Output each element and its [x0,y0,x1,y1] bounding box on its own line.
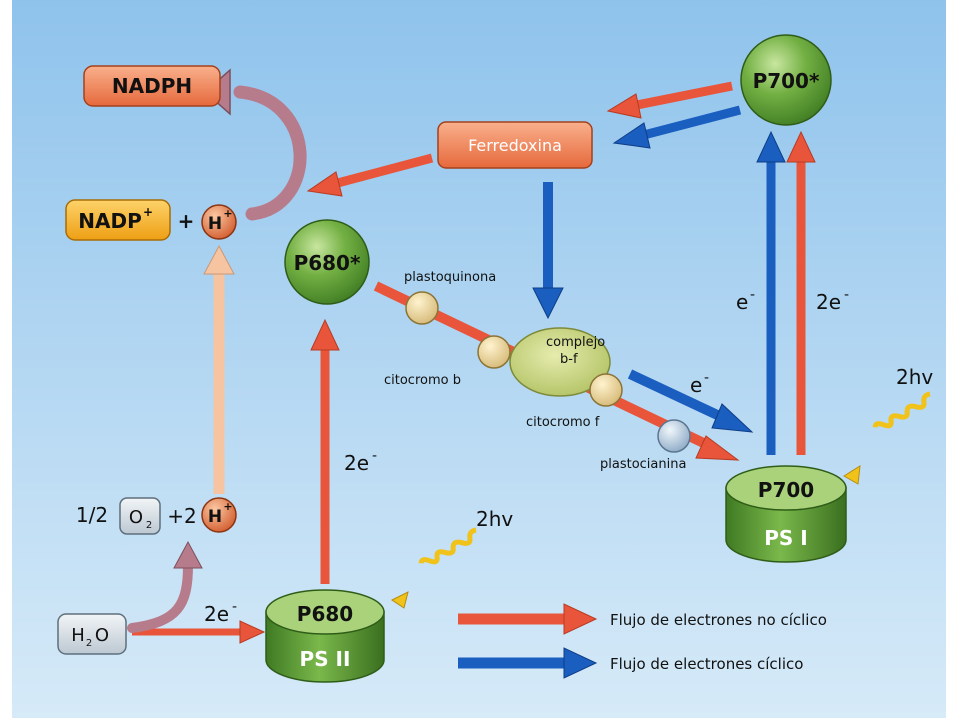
complejo-label-1: complejo [546,335,605,350]
nadph-box: NADPH [83,65,221,107]
half-coefficient: 1/2 [76,503,108,527]
svg-text:2e: 2e [816,290,841,314]
citocromo-b-label: citocromo b [384,373,461,388]
plastoquinona-bead [405,291,439,325]
legend-cyclic-arrow [458,647,598,679]
o2-box: O 2 [119,497,161,535]
plastocianina-bead [657,419,691,453]
p700-star-node: P700* [740,34,832,126]
citocromo-f-bead [589,373,623,407]
light-label-ps2: 2hv [476,507,513,531]
h-top-superscript: + [223,207,232,220]
ps2-cylinder: P680 PS II [265,589,385,683]
p700-label: P700 [758,478,814,502]
h-bottom-superscript: + [223,500,232,513]
water-to-ps2-arrow [132,620,266,644]
water-split-arrow [127,540,203,633]
complejo-bf [509,327,611,397]
h-plus-bottom: H + [201,497,237,533]
electron-label-ps2: 2e - [344,448,377,475]
light-wave-ps1 [843,391,931,485]
svg-text:2e: 2e [344,451,369,475]
nadp-label: NADP [78,209,141,233]
o2-subscript: 2 [146,520,152,531]
h-bottom-label: H [208,507,222,527]
proton-up-arrow [203,244,235,494]
electron-label-ps1-blue: e - [736,287,755,314]
electron-label-ps1-red: 2e - [816,287,849,314]
h2o-o: O [95,625,109,646]
svg-text:e: e [690,373,702,397]
ferredoxina-label: Ferredoxina [468,136,562,155]
legend-noncyclic-arrow [458,603,598,635]
ferredoxin-to-complex-arrow [532,182,564,320]
h-top-label: H [208,214,222,234]
nadph-label: NADPH [112,74,192,98]
plastoquinona-label: plastoquinona [404,270,496,285]
electron-label-complex: e - [690,370,709,397]
plastocianina-label: plastocianina [600,457,686,472]
p700star-to-ferredoxin-blue-arrow [612,105,742,149]
svg-text:2e: 2e [204,602,229,626]
citocromo-b-bead [477,335,511,369]
ps1-blue-up-arrow [756,130,786,455]
ps1-cylinder: P700 PS I [725,465,847,563]
p680-label: P680 [297,602,353,626]
ps1-label: PS I [764,526,807,550]
legend: Flujo de electrones no cíclico Flujo de … [458,603,827,679]
complejo-label-2: b-f [560,352,578,367]
citocromo-f-label: citocromo f [526,415,600,430]
ps2-label: PS II [300,647,351,671]
o2-label: O [129,507,143,528]
svg-text:-: - [750,287,755,303]
ferredoxina-box: Ferredoxina [437,121,593,169]
svg-text:-: - [372,448,377,464]
plus-sign: + [178,209,195,233]
svg-text:e: e [736,290,748,314]
h2o-box: H 2 O [57,613,127,655]
h2o-h: H [71,625,85,646]
svg-text:-: - [704,370,709,386]
legend-cyclic-label: Flujo de electrones cíclico [610,655,803,673]
h-plus-top: H + [201,204,237,240]
light-wave-ps2 [391,527,477,609]
p680-star-label: P680* [294,251,361,275]
p680-star-node: P680* [284,219,370,305]
ferredoxin-to-nadp-arrow [306,153,434,197]
complex-to-p700-blue-arrow [627,369,754,433]
ps1-red-up-arrow [786,130,816,455]
electron-label-water: 2e - [204,599,237,626]
nadp-box: NADP + [65,199,171,241]
legend-noncyclic-label: Flujo de electrones no cíclico [610,611,827,629]
p700-star-label: P700* [753,69,820,93]
svg-text:-: - [844,287,849,303]
ps2-up-arrow [310,318,340,584]
p700star-to-ferredoxin-arrow [606,81,733,119]
nadp-superscript: + [143,205,153,219]
light-label-ps1: 2hv [896,365,933,389]
svg-text:-: - [232,599,237,615]
plus-two: +2 [167,504,196,528]
h2o-subscript: 2 [86,638,92,649]
